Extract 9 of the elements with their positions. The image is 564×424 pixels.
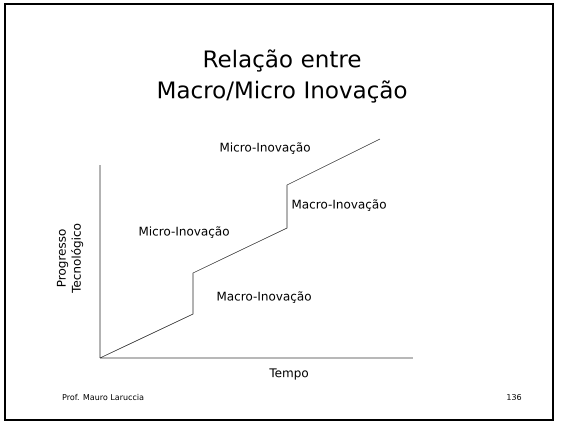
chart-label: Micro-Inovação xyxy=(140,226,229,238)
title: Relação entre Macro/Micro Inovação xyxy=(158,49,406,103)
chart-label: Macro-Inovação xyxy=(292,199,386,211)
axis-title: Progresso Tecnológico xyxy=(56,224,84,293)
footer-text: Prof. Mauro Laruccia xyxy=(62,394,144,400)
chart-label: Macro-Inovação xyxy=(218,291,311,303)
axis-title: Tempo xyxy=(269,368,308,380)
chart-label: Micro-Inovação xyxy=(220,142,310,154)
page-number: 136 xyxy=(507,394,522,400)
